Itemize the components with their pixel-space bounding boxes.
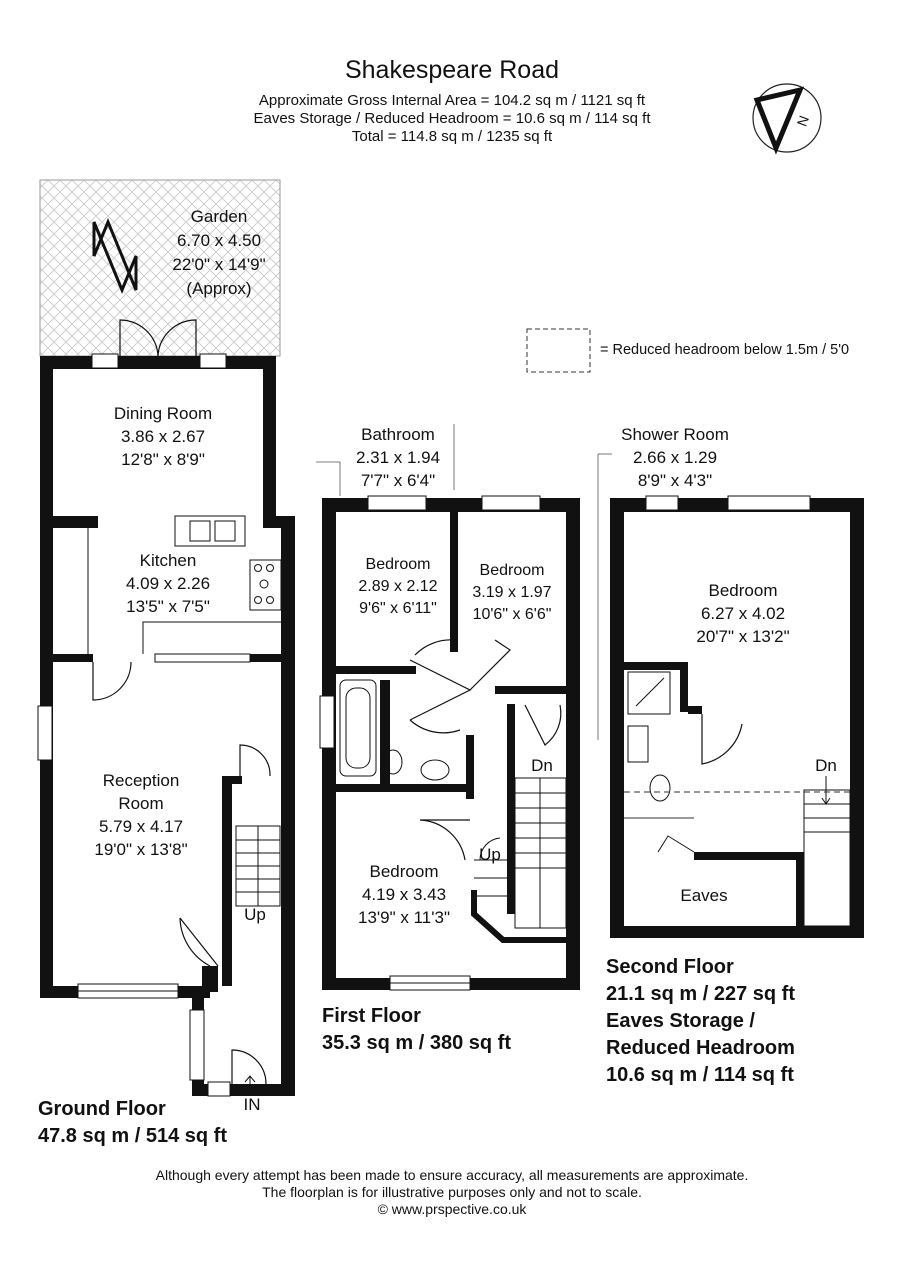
eaves-area-line: Eaves Storage / Reduced Headroom = 10.6 … <box>253 110 651 127</box>
stairs-down-second: Dn <box>815 756 837 775</box>
bedroom4-metric: 6.27 x 4.02 <box>701 604 785 623</box>
disclaimer: Although every attempt has been made to … <box>0 1167 904 1218</box>
bedroom4-imperial: 20'7" x 13'2" <box>696 627 789 646</box>
second-floor-eaves-3: 10.6 sq m / 114 sq ft <box>606 1064 794 1086</box>
garden-note: (Approx) <box>186 279 251 298</box>
kitchen-metric: 4.09 x 2.26 <box>126 574 210 593</box>
second-floor-eaves-2: Reduced Headroom <box>606 1037 795 1059</box>
first-floor-label: First Floor 35.3 sq m / 380 sq ft <box>322 1003 511 1057</box>
kitchen-imperial: 13'5" x 7'5" <box>126 597 210 616</box>
first-floor-area: 35.3 sq m / 380 sq ft <box>322 1032 511 1054</box>
compass-letter: N <box>794 113 812 128</box>
bedroom2-imperial: 10'6" x 6'6" <box>473 606 552 623</box>
disclaimer-line-1: Although every attempt has been made to … <box>155 1167 749 1183</box>
garden-label: Garden <box>191 207 248 226</box>
reception-label-1: Reception <box>103 771 180 790</box>
garden-area <box>39 179 281 357</box>
dining-metric: 3.86 x 2.67 <box>121 427 205 446</box>
reception-metric: 5.79 x 4.17 <box>99 817 183 836</box>
ground-floor-label: Ground Floor 47.8 sq m / 514 sq ft <box>38 1096 227 1150</box>
ground-floor-plan <box>37 179 295 1097</box>
shower-label: Shower Room <box>621 425 729 444</box>
eaves-label: Eaves <box>680 886 727 905</box>
reception-imperial: 19'0" x 13'8" <box>94 840 187 859</box>
bedroom1-label: Bedroom <box>366 556 431 573</box>
page-title: Shakespeare Road <box>344 56 560 84</box>
bedroom1-imperial: 9'6" x 6'11" <box>359 600 437 617</box>
bedroom3-label: Bedroom <box>370 862 439 881</box>
second-floor-eaves-1: Eaves Storage / <box>606 1010 755 1032</box>
second-floor-plan <box>597 453 864 938</box>
bathroom-label: Bathroom <box>361 425 435 444</box>
bedroom2-label: Bedroom <box>480 562 545 579</box>
second-floor-label: Second Floor 21.1 sq m / 227 sq ft Eaves… <box>606 954 795 1089</box>
first-floor-name: First Floor <box>322 1005 421 1027</box>
reception-label-2: Room <box>118 794 163 813</box>
shower-metric: 2.66 x 1.29 <box>633 448 717 467</box>
dining-label: Dining Room <box>114 404 212 423</box>
second-floor-name: Second Floor <box>606 956 734 978</box>
garden-imperial: 22'0" x 14'9" <box>172 255 265 274</box>
bedroom3-metric: 4.19 x 3.43 <box>362 885 446 904</box>
bathroom-metric: 2.31 x 1.94 <box>356 448 440 467</box>
ground-floor-area: 47.8 sq m / 514 sq ft <box>38 1125 227 1147</box>
first-floor-plan <box>316 424 580 991</box>
bathroom-imperial: 7'7" x 6'4" <box>361 471 435 490</box>
bedroom4-label: Bedroom <box>709 581 778 600</box>
compass-icon: N <box>752 83 822 155</box>
legend-label: = Reduced headroom below 1.5m / 5'0 <box>600 342 850 358</box>
bedroom2-metric: 3.19 x 1.97 <box>472 584 551 601</box>
legend-swatch <box>526 328 591 373</box>
kitchen-label: Kitchen <box>140 551 197 570</box>
stairs-up-first: Up <box>479 845 501 864</box>
copyright: © www.prspective.co.uk <box>377 1201 527 1217</box>
gross-area-line: Approximate Gross Internal Area = 104.2 … <box>258 92 646 109</box>
total-area-line: Total = 114.8 sq m / 1235 sq ft <box>351 128 553 145</box>
ground-floor-name: Ground Floor <box>38 1098 166 1120</box>
room-labels: Garden 6.70 x 4.50 22'0" x 14'9" (Approx… <box>94 207 836 1114</box>
bedroom3-imperial: 13'9" x 11'3" <box>358 908 450 927</box>
second-floor-area: 21.1 sq m / 227 sq ft <box>606 983 795 1005</box>
entrance-label: IN <box>244 1095 261 1114</box>
disclaimer-line-2: The floorplan is for illustrative purpos… <box>262 1184 642 1200</box>
dining-imperial: 12'8" x 8'9" <box>121 450 205 469</box>
shower-imperial: 8'9" x 4'3" <box>638 471 712 490</box>
stairs-down-first: Dn <box>531 756 553 775</box>
garden-metric: 6.70 x 4.50 <box>177 231 261 250</box>
stairs-up-ground: Up <box>244 905 266 924</box>
bedroom1-metric: 2.89 x 2.12 <box>358 578 437 595</box>
